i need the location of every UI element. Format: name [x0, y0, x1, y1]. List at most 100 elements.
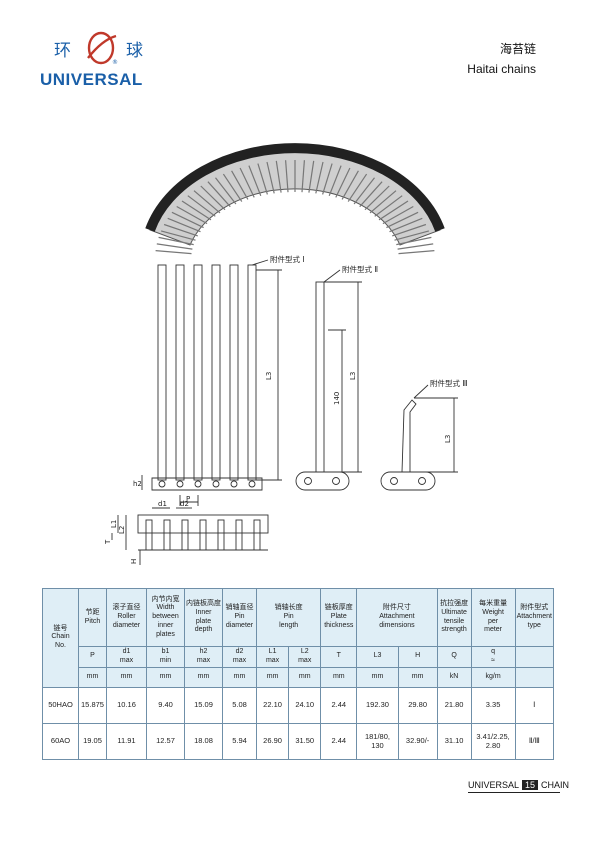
chain-spoke [155, 250, 192, 255]
chain-spoke [163, 223, 198, 237]
chain-spoke [301, 160, 305, 193]
chain-spoke [160, 230, 196, 241]
dim-l3-a: L3 [265, 372, 273, 380]
chain-spoke [231, 170, 249, 200]
cell-plate-thickness: 2.44 [320, 722, 358, 760]
chain-drawing: 附件型式 Ⅰ L3 P h2 附件型式 Ⅱ 140 L3 附件型式 Ⅲ L3 [104, 143, 468, 565]
chain-spoke [315, 161, 324, 194]
type-2-side-view [295, 269, 362, 491]
chain-spoke [222, 173, 243, 202]
cell-pin-length-l1: 26.90 [255, 722, 290, 760]
chain-spoke [359, 181, 383, 208]
brand-cn-right: 球 [126, 41, 144, 61]
table-row: 50HAO 15.875 10.16 9.40 15.09 5.08 22.10… [42, 686, 555, 724]
cell-pin-length-l1: 22.10 [255, 686, 290, 724]
unit-cell-empty [514, 666, 555, 688]
table-unit-row: mm mm mm mm mm mm mm mm mm mm kN kg/m [43, 666, 555, 688]
chain-spoke [335, 167, 351, 198]
cell-plate-thickness: 2.44 [320, 686, 358, 724]
cell-pin-diameter: 5.94 [222, 722, 257, 760]
page-title-cn: 海苔链 [499, 42, 536, 56]
unit-cell: kN [436, 666, 472, 688]
chain-spoke [378, 200, 409, 221]
chain-spoke [396, 236, 432, 246]
dim-l2: L2 [118, 526, 126, 534]
chain-spoke [386, 211, 419, 229]
unit-cell: mm [106, 666, 147, 688]
cell-attachment-type: Ⅰ [514, 686, 555, 724]
chain-spoke [239, 167, 255, 198]
chain-spoke [308, 160, 315, 193]
page-number: 15 [522, 780, 539, 790]
cell-inner-width: 9.40 [146, 686, 185, 724]
symbol-cell: Q [436, 646, 472, 668]
chain-spoke [215, 177, 237, 205]
unit-cell: mm [222, 666, 257, 688]
table-row: 60AO 19.05 11.91 12.57 18.08 5.94 26.90 … [42, 722, 555, 760]
dim-d2: d2 [180, 500, 189, 508]
chain-spoke [248, 165, 262, 197]
footer-brand: UNIVERSAL [468, 780, 520, 790]
chain-spoke [156, 243, 193, 250]
chain-spoke [398, 250, 435, 255]
registered-mark: ® [112, 59, 118, 66]
chain-spoke [158, 236, 194, 246]
dim-d1: d1 [158, 500, 167, 508]
cell-tensile-strength: 21.80 [436, 686, 472, 724]
brand-logo: 环 ® 球 UNIVERSAL [40, 28, 160, 90]
cell-pitch: 19.05 [78, 722, 107, 760]
chain-spoke [328, 165, 342, 197]
dim-140: 140 [333, 392, 341, 405]
chain-spoke [392, 223, 427, 237]
brand-cn-left: 环 [54, 41, 72, 61]
symbol-cell-empty [514, 646, 555, 668]
footer-divider [468, 792, 560, 793]
chain-spoke [341, 170, 359, 200]
symbol-cell: L3 [356, 646, 399, 668]
page-footer: UNIVERSAL 15 CHAIN [468, 780, 569, 790]
cell-attachment-h: 32.90/- [397, 722, 438, 760]
symbol-cell: P [78, 646, 107, 668]
chain-spoke [389, 217, 423, 233]
chain-spoke [397, 243, 434, 250]
dim-h2: h2 [133, 480, 142, 488]
chain-spoke [353, 177, 375, 205]
cell-inner-width: 12.57 [146, 722, 185, 760]
cell-inner-plate-depth: 15.09 [184, 686, 223, 724]
unit-cell: mm [146, 666, 185, 688]
chain-spoke [374, 195, 403, 217]
unit-cell: mm [320, 666, 358, 688]
unit-cell: mm [78, 666, 107, 688]
globe-icon: ® [87, 31, 118, 66]
type-3-side-view [380, 384, 458, 491]
chain-spoke [266, 161, 275, 194]
cell-tensile-strength: 31.10 [436, 722, 472, 760]
cell-weight: 3.41/2.25,2.80 [470, 722, 516, 760]
unit-cell: mm [397, 666, 438, 688]
unit-cell: mm [288, 666, 322, 688]
cell-pin-length-l2: 31.50 [288, 722, 322, 760]
type-1-front-view [141, 259, 282, 506]
label-type-2: 附件型式 Ⅱ [342, 264, 378, 274]
chain-spoke [257, 163, 268, 195]
cell-pin-length-l2: 24.10 [288, 686, 322, 724]
dim-l3-b: L3 [349, 372, 357, 380]
chain-spoke [322, 163, 333, 195]
cell-attachment-h: 29.80 [397, 686, 438, 724]
chain-spoke [285, 160, 289, 193]
chain-spoke [167, 217, 201, 233]
unit-cell: mm [356, 666, 399, 688]
